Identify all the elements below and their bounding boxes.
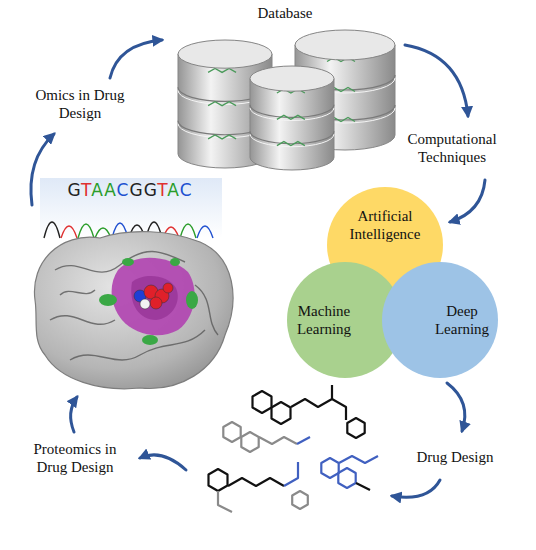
protein-surface [122,258,134,266]
database-icon [168,4,402,174]
sequence-letter: T [81,180,91,200]
cycle-arrow [450,180,485,222]
molecule-bond [259,437,297,444]
database-cylinder [277,142,305,146]
dna-chromatogram [61,226,77,238]
molecule-ring [223,422,240,442]
molecule-ring [292,491,308,509]
molecule-bond [356,483,370,490]
database-cylinder [250,108,334,121]
venn-circle: Deep Learning [382,262,498,378]
protein-surface [134,283,173,309]
protein-surface [142,335,158,345]
database-cylinder [250,105,334,118]
protein-surface [170,258,180,266]
molecule-bond [339,456,378,463]
stage-label: Drug Design [403,448,507,466]
dna-chromatogram [44,222,60,238]
sequence-letter: T [157,180,167,200]
protein-surface [34,232,233,389]
stage-label: Proteomics in Drug Design [19,440,131,476]
molecule-bond [291,385,332,407]
molecule-ring [272,402,291,424]
molecule-bond [228,478,284,486]
database-cylinder [250,66,334,91]
database-cylinder [208,135,236,139]
dna-sequence: GTAACGGTAC [36,180,224,200]
molecule-bond [297,437,310,444]
sequence-letter: A [104,180,116,200]
database-cylinder [178,40,272,68]
protein-surface [112,258,195,335]
circle-label: Artificial Intelligence [337,207,433,243]
venn-circle-shape [382,262,498,378]
protein-surface [163,283,173,293]
molecule-bond [218,491,232,512]
protein-surface [34,232,233,389]
circle-label: Machine Learning [293,302,355,338]
dna-chromatogram [197,226,213,238]
database-stack: Database [168,4,402,174]
cycle-arrow [71,397,77,432]
molecule-ring [253,391,272,413]
sequence-letter: C [117,180,130,200]
circle-label: Deep Learning [431,302,493,338]
molecule-bond [284,462,298,486]
molecule-bond [332,399,346,420]
database-cylinder [250,134,334,147]
venn-circle-shape [382,262,498,378]
sequence-letter: G [144,180,158,200]
molecule-ring [209,469,228,491]
molecule-ring [347,418,364,438]
sequence-letter: A [91,180,104,200]
database-cylinder [277,115,305,119]
protein-surface [70,330,205,360]
stage-label: Omics in Drug Design [28,86,132,122]
stage-label: Computational Techniques [396,130,508,166]
dna-chromatogram [78,224,94,238]
protein-surface [50,251,218,360]
database-cylinder [250,131,334,144]
protein-surface [60,290,95,295]
protein-surface [186,291,198,309]
database-cylinder [250,66,334,170]
cycle-arrow [140,455,186,470]
protein-surface [99,294,117,306]
database-cylinder [208,102,236,106]
protein-surface [150,297,162,309]
sequence-letter: C [180,180,193,200]
sequence-letter: G [129,180,143,200]
molecule-structures [209,385,379,512]
protein-surface [195,285,218,335]
cycle-arrow [447,383,465,431]
sequence-letter: A [167,180,179,200]
cycle-arrow [405,45,468,116]
database-cylinder [250,79,334,170]
database-cylinder [208,68,236,72]
sequence-letter: G [67,180,81,200]
molecule-ring [321,458,338,478]
cycle-arrow [392,480,440,497]
protein-surface [140,299,150,309]
molecule-ring [241,432,258,452]
node-heading: Database [168,4,402,22]
cycle-arrow [110,40,162,78]
dna-chromatogram [40,178,222,238]
molecule-ring [338,468,355,488]
dna-chromatogram [40,178,222,238]
protein-surface [50,316,115,325]
protein-surface [131,276,178,320]
database-cylinder [295,30,395,60]
